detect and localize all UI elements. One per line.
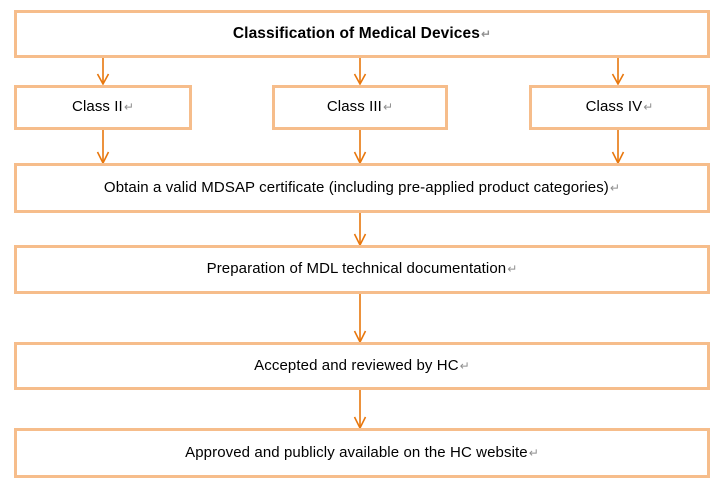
node-class-4-label: Class IV↵ (585, 98, 654, 116)
pilcrow-mark: ↵ (382, 100, 394, 115)
pilcrow-mark: ↵ (528, 445, 539, 460)
connector-classification-to-class-4 (611, 58, 625, 86)
node-class-2-label: Class II↵ (72, 98, 134, 116)
connector-class-3-to-mdsap (353, 130, 367, 165)
node-class-3: Class III↵ (272, 85, 448, 130)
pilcrow-mark: ↵ (609, 180, 621, 195)
node-mdl-prep: Preparation of MDL technical documentati… (14, 245, 710, 294)
node-class-3-label: Class III↵ (326, 98, 394, 116)
node-classification: Classification of Medical Devices↵ (14, 10, 710, 58)
connector-classification-to-class-2 (96, 58, 110, 86)
node-hc-approved-label: Approved and publicly available on the H… (185, 443, 539, 461)
connector-class-2-to-mdsap (96, 130, 110, 165)
pilcrow-mark: ↵ (459, 358, 470, 373)
connector-classification-to-class-3 (353, 58, 367, 86)
node-mdl-prep-label: Preparation of MDL technical documentati… (206, 260, 518, 278)
node-hc-approved: Approved and publicly available on the H… (14, 428, 710, 478)
node-mdsap-label: Obtain a valid MDSAP certificate (includ… (103, 178, 621, 196)
node-class-4: Class IV↵ (529, 85, 710, 130)
pilcrow-mark: ↵ (643, 100, 654, 115)
pilcrow-mark: ↵ (480, 27, 492, 42)
node-hc-review: Accepted and reviewed by HC↵ (14, 342, 710, 390)
connector-class-4-to-mdsap (611, 130, 625, 165)
node-mdsap: Obtain a valid MDSAP certificate (includ… (14, 163, 710, 213)
node-class-2: Class II↵ (14, 85, 192, 130)
node-hc-review-label: Accepted and reviewed by HC↵ (254, 356, 470, 374)
node-classification-label: Classification of Medical Devices↵ (232, 25, 492, 43)
connector-mdsap-to-mdl-prep (353, 213, 367, 247)
pilcrow-mark: ↵ (123, 100, 134, 115)
connector-mdl-prep-to-hc-review (353, 294, 367, 344)
connector-hc-review-to-hc-approved (353, 390, 367, 430)
pilcrow-mark: ↵ (507, 262, 518, 277)
